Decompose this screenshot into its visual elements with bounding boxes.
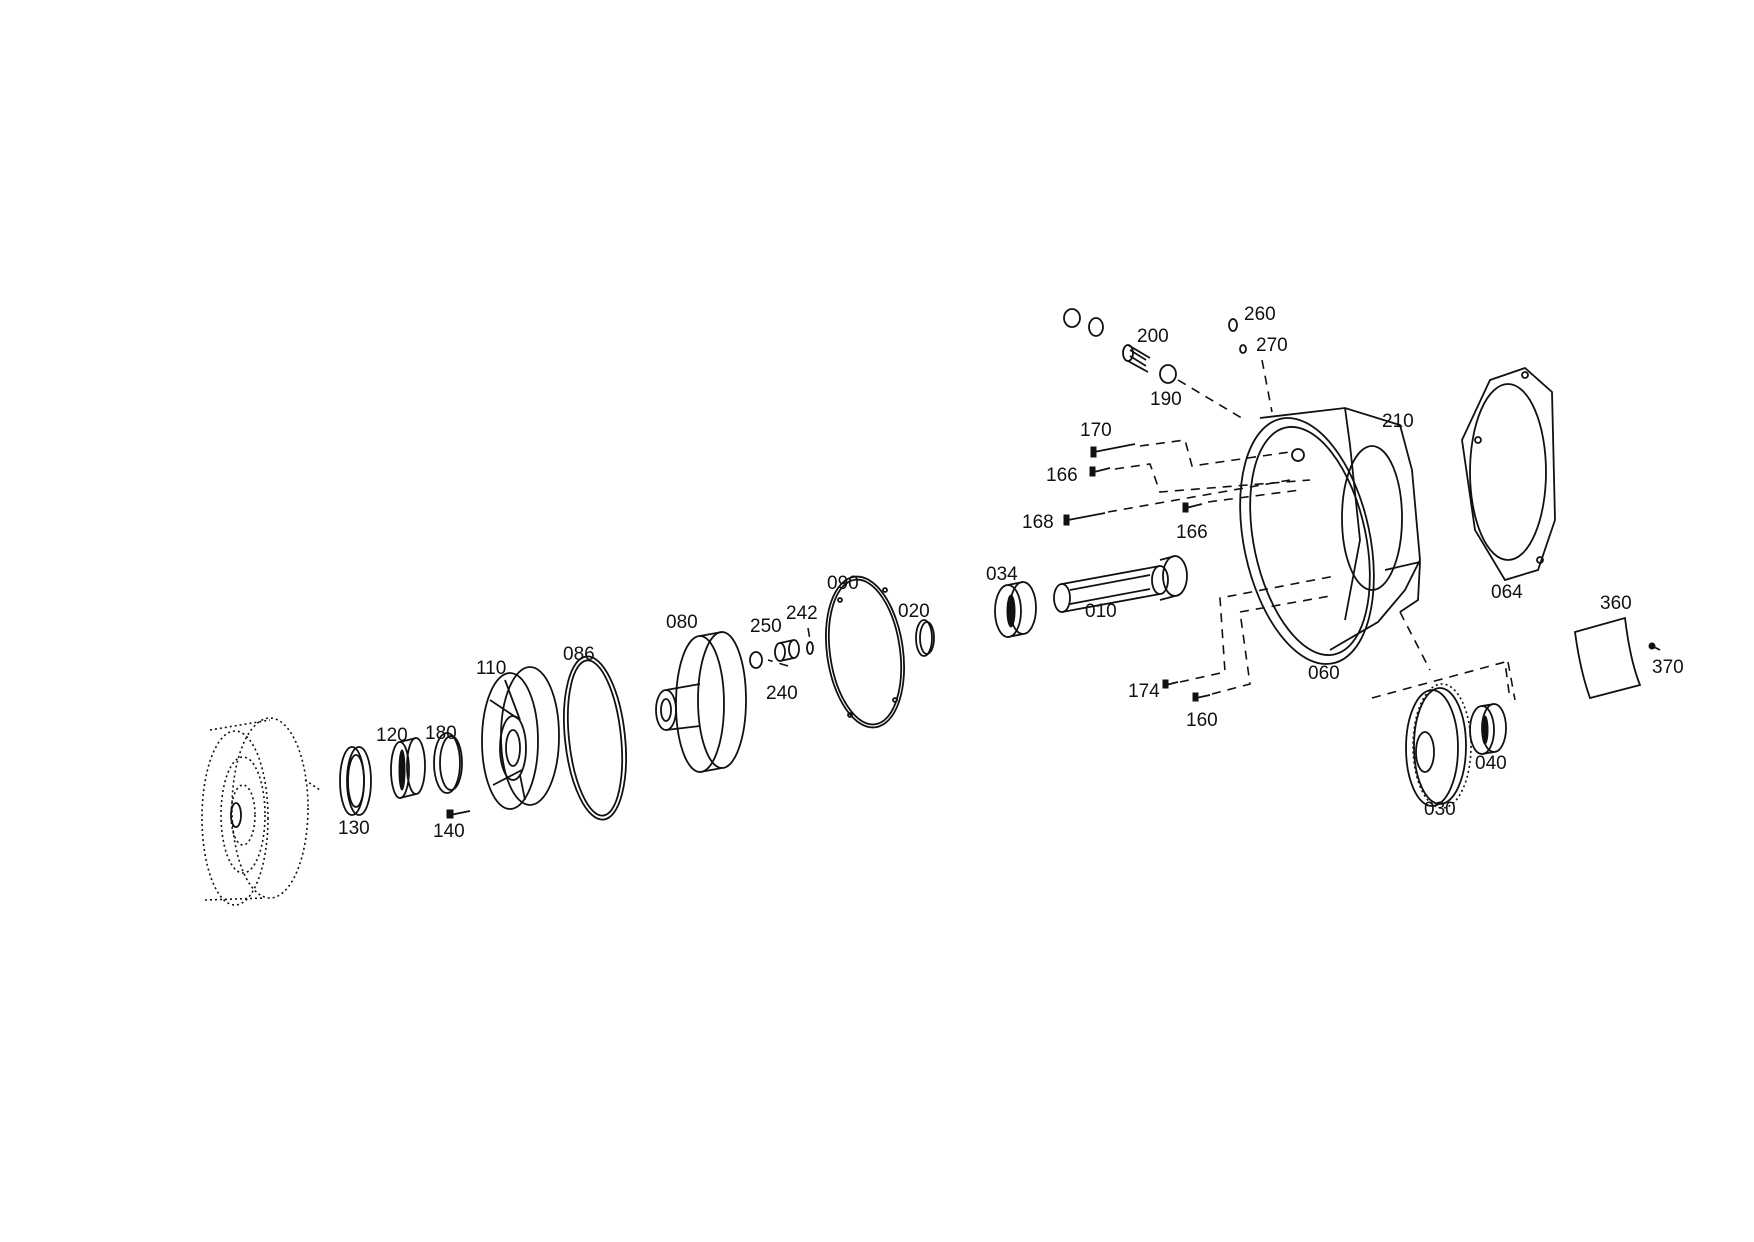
callout-166-lower: 166 bbox=[1176, 522, 1208, 543]
part-080-pump-shaft bbox=[655, 631, 747, 773]
callout-020: 020 bbox=[898, 601, 930, 622]
callout-140: 140 bbox=[433, 821, 465, 842]
callout-166-upper: 166 bbox=[1046, 465, 1078, 486]
callout-030: 030 bbox=[1424, 799, 1456, 820]
part-130-seal bbox=[339, 746, 372, 816]
part-040-bearing bbox=[1469, 703, 1507, 755]
callout-130: 130 bbox=[338, 818, 370, 839]
callout-168: 168 bbox=[1022, 512, 1054, 533]
part-060-housing bbox=[1239, 407, 1421, 665]
callout-110: 110 bbox=[476, 658, 506, 679]
callout-090: 090 bbox=[827, 573, 859, 594]
callout-360: 360 bbox=[1600, 593, 1632, 614]
part-110-pump-housing bbox=[481, 666, 560, 810]
callout-060: 060 bbox=[1308, 663, 1340, 684]
callout-242: 242 bbox=[786, 603, 818, 624]
callout-190: 190 bbox=[1150, 389, 1182, 410]
part-064-adapter-plate bbox=[1461, 366, 1556, 582]
parts-240-250-242-valve bbox=[749, 639, 814, 669]
part-120-bearing bbox=[390, 737, 426, 799]
callout-160: 160 bbox=[1186, 710, 1218, 731]
callout-034: 034 bbox=[986, 564, 1018, 585]
part-090-gasket bbox=[825, 575, 905, 729]
parts-top-valve-group bbox=[1063, 308, 1247, 384]
callout-260: 260 bbox=[1244, 304, 1276, 325]
callout-210: 210 bbox=[1382, 411, 1414, 432]
part-086-o-ring bbox=[563, 655, 627, 821]
callout-174: 174 bbox=[1128, 681, 1160, 702]
callout-270: 270 bbox=[1256, 335, 1288, 356]
parts-screws bbox=[1063, 443, 1211, 702]
callout-170: 170 bbox=[1080, 420, 1112, 441]
callout-200: 200 bbox=[1137, 326, 1169, 347]
callout-180: 180 bbox=[425, 723, 457, 744]
callout-120: 120 bbox=[376, 725, 408, 746]
callout-064: 064 bbox=[1491, 582, 1523, 603]
part-180-snap-ring bbox=[433, 732, 463, 794]
part-140-screw bbox=[446, 809, 471, 819]
part-360-shield bbox=[1574, 616, 1642, 700]
torque-converter bbox=[201, 717, 321, 906]
callout-086: 086 bbox=[563, 644, 595, 665]
callout-370: 370 bbox=[1652, 657, 1684, 678]
part-370-screw bbox=[1648, 642, 1661, 651]
callout-040: 040 bbox=[1475, 753, 1507, 774]
callout-080: 080 bbox=[666, 612, 698, 633]
part-034-bearing bbox=[994, 581, 1037, 638]
part-030-gear bbox=[1405, 683, 1472, 809]
callout-240: 240 bbox=[766, 683, 798, 704]
part-020-ring bbox=[915, 619, 935, 657]
assembly-leader-lines bbox=[767, 359, 1516, 701]
part-010-input-shaft bbox=[1053, 555, 1188, 613]
callout-250: 250 bbox=[750, 616, 782, 637]
callout-010: 010 bbox=[1085, 601, 1117, 622]
callout-labels: 010 020 030 034 040 060 064 080 086 090 … bbox=[338, 304, 1684, 842]
